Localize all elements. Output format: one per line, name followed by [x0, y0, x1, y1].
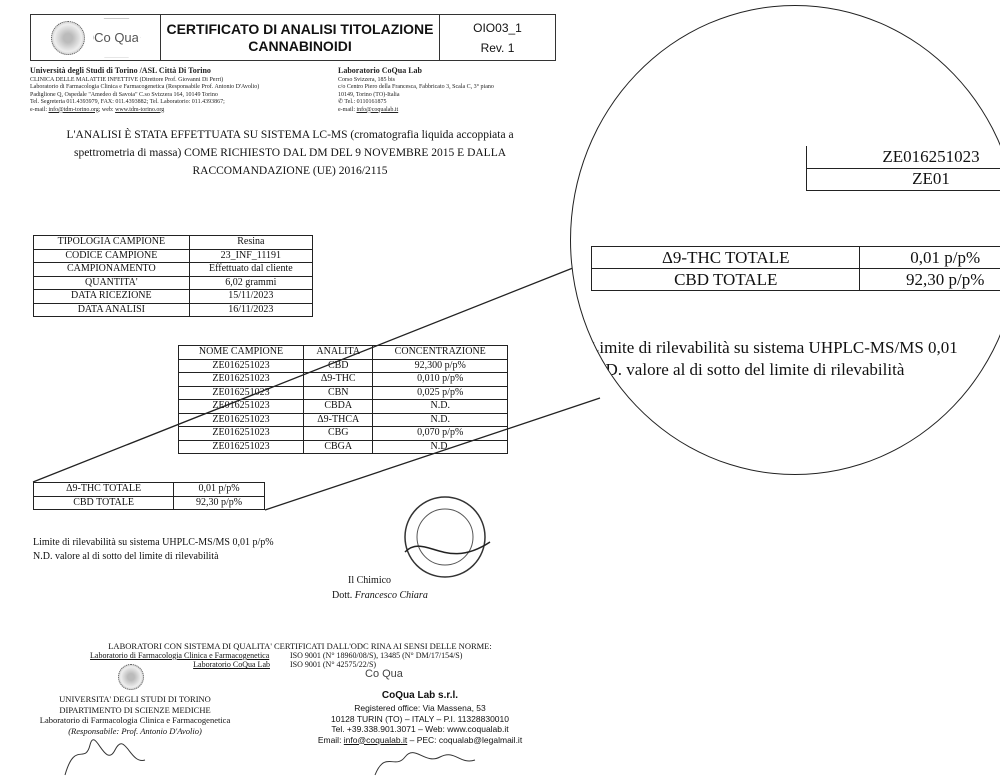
coqua-footer-logo: Co Qua: [365, 668, 403, 680]
table-cell: 23_INF_11191: [188, 248, 314, 263]
table-cell: CBDA: [303, 399, 374, 414]
signer-role: Il Chimico: [348, 575, 392, 586]
official-stamp-icon: [404, 496, 491, 578]
table-cell: Δ9-THCA: [303, 412, 374, 427]
table-cell: N.D.: [372, 412, 508, 427]
table-cell: 6,02 grammi: [188, 275, 314, 290]
table-cell: Δ9-THC TOTALE: [32, 482, 175, 497]
university-info: Università degli Studi di Torino /ASL Ci…: [30, 66, 260, 113]
table-row: QUANTITA'6,02 grammi: [33, 275, 314, 290]
table-cell: 0,070 p/p%: [372, 426, 508, 441]
table-cell: ANALITA: [303, 345, 374, 360]
table-cell: 0,010 p/p%: [372, 372, 508, 387]
university-seal-icon: [50, 20, 85, 55]
nd-note: N.D. valore al di sotto del limite di ri…: [33, 551, 219, 562]
lab-info: Laboratorio CoQua Lab Corso Svizzera, 18…: [338, 66, 494, 113]
magnified-results-fragment: ZE016251023 ZE01: [806, 146, 1000, 191]
table-cell: 92,300 p/p%: [372, 358, 508, 373]
document-code: OIO03_1 Rev. 1: [473, 20, 522, 55]
table-cell: ZE016251023: [177, 412, 305, 427]
table-cell: 16/11/2023: [188, 302, 314, 317]
university-footer-seal-icon: [118, 664, 144, 690]
table-cell: ZE016251023: [177, 372, 305, 387]
company-name: CoQua Lab s.r.l.: [381, 690, 459, 701]
certifications: Laboratorio di Farmacologia Clinica e Fa…: [90, 651, 463, 669]
coqua-logo: Co Qua: [92, 17, 141, 58]
table-cell: ZE016251023: [177, 439, 305, 454]
table-cell: CONCENTRAZIONE: [372, 345, 508, 360]
email-link[interactable]: info@tdm-torino.org: [48, 106, 99, 113]
table-cell: CAMPIONAMENTO: [33, 262, 190, 277]
table-cell: 0,025 p/p%: [372, 385, 508, 400]
table-cell: Δ9-THC: [303, 372, 374, 387]
magnifier-line-top: [32, 261, 589, 483]
table-cell: 0,01 p/p%: [173, 482, 265, 497]
document-header: Co Qua CERTIFICATO DI ANALISI TITOLAZION…: [30, 14, 556, 61]
table-cell: 92,30 p/p%: [173, 495, 265, 510]
detection-limit-note: Limite di rilevabilità su sistema UHPLC-…: [33, 537, 274, 548]
signer-name: Dott. Francesco Chiara: [332, 590, 428, 601]
table-cell: CBD: [303, 358, 374, 373]
web-link[interactable]: www.tdm-torino.org: [115, 106, 165, 113]
table-cell: CBG: [303, 426, 374, 441]
table-cell: N.D.: [372, 439, 508, 454]
table-cell: N.D.: [372, 399, 508, 414]
magnifier-line-bottom: [264, 397, 601, 511]
table-cell: CBGA: [303, 439, 374, 454]
document-title: CERTIFICATO DI ANALISI TITOLAZIONE CANNA…: [161, 15, 440, 60]
lab-email-link[interactable]: info@coqualab.it: [356, 106, 399, 113]
table-cell: CBD TOTALE: [32, 495, 175, 510]
table-cell: 15/11/2023: [188, 289, 314, 304]
company-info: Registered office: Via Massena, 53 10128…: [317, 703, 523, 745]
header-logos: Co Qua: [31, 15, 161, 60]
table-cell: CBN: [303, 385, 374, 400]
handwritten-signature-right: [374, 752, 476, 776]
intro-paragraph: L'ANALISI È STATA EFFETTUATA SU SISTEMA …: [66, 129, 514, 177]
handwritten-signature-left: [64, 739, 146, 776]
table-cell: Effettuato dal cliente: [188, 262, 314, 277]
company-email-link[interactable]: info@coqualab.it: [343, 734, 408, 745]
university-footer: UNIVERSITA' DEGLI STUDI DI TORINO DIPART…: [39, 694, 231, 736]
certification-title: LABORATORI CON SISTEMA DI QUALITA' CERTI…: [108, 641, 492, 651]
